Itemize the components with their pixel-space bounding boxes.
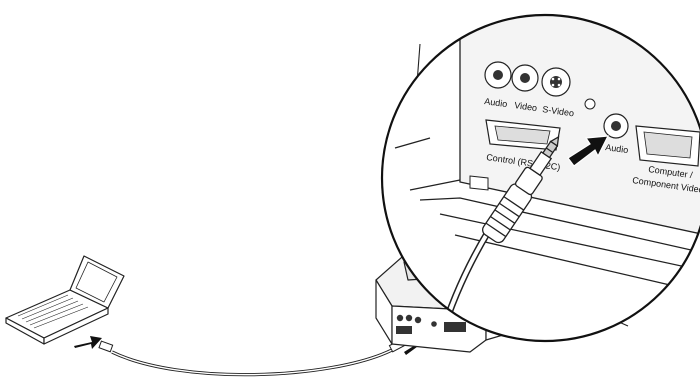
arrow-icon: [74, 336, 102, 349]
laptop-icon: [6, 256, 124, 344]
audio-plug-icon: [99, 341, 113, 352]
audio-cable: [112, 350, 392, 375]
